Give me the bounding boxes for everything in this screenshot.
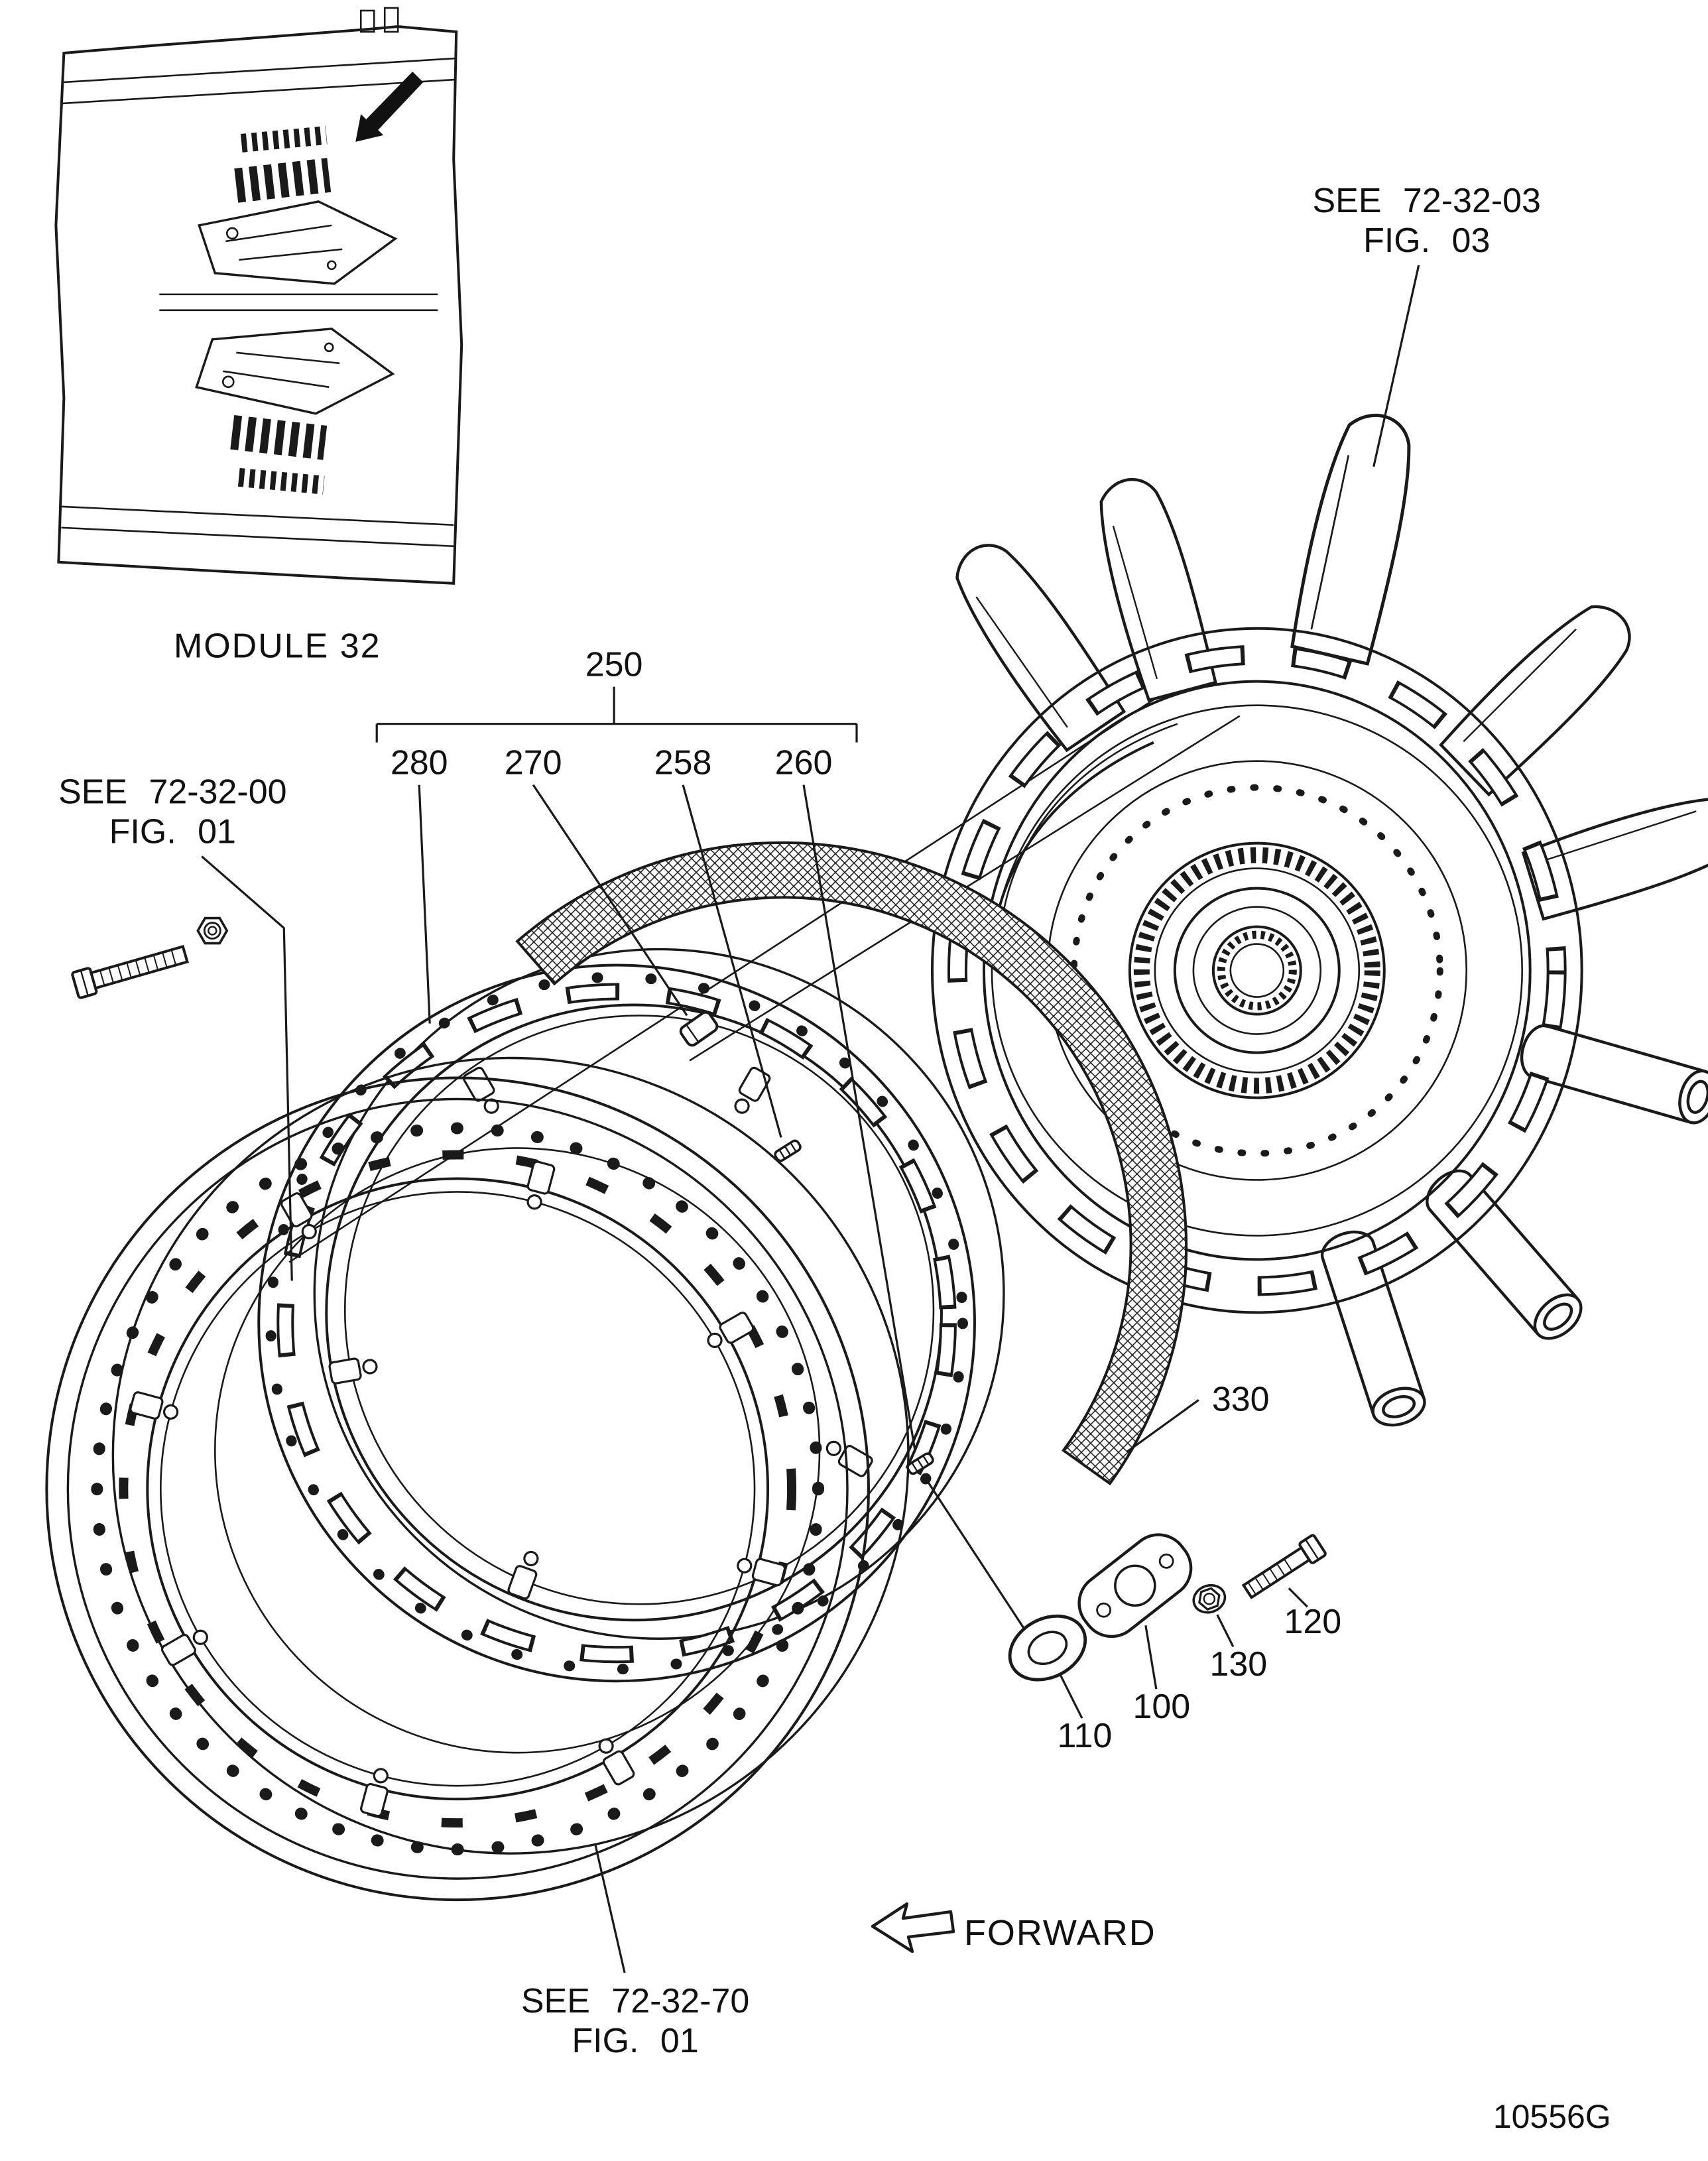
callout-280: 280 bbox=[391, 744, 448, 782]
stud-258 bbox=[772, 1138, 804, 1164]
fan-rotor-assembly bbox=[930, 407, 1708, 1432]
fan-blade bbox=[1438, 590, 1647, 796]
ring-clip bbox=[328, 1353, 380, 1385]
leader-lines bbox=[201, 265, 1420, 1973]
bracket-250 bbox=[375, 686, 858, 743]
callout-270: 270 bbox=[505, 744, 562, 782]
fan-blade bbox=[1522, 785, 1708, 920]
fan-blade-large bbox=[1288, 407, 1424, 664]
ring-clip bbox=[128, 1390, 181, 1426]
ring-clip bbox=[728, 1065, 772, 1119]
ref-see-72-32-00-line1: SEE 72-32-00 bbox=[58, 773, 286, 812]
fan-tube-strut bbox=[1419, 1162, 1589, 1347]
ref-see-72-32-03-line2: FIG. 03 bbox=[1363, 221, 1490, 260]
callout-110: 110 bbox=[1057, 1717, 1112, 1755]
gasket-100 bbox=[1077, 1533, 1193, 1638]
callout-250: 250 bbox=[585, 646, 643, 684]
shroud-ring-outer-rim bbox=[257, 963, 976, 1683]
fan-tube-strut bbox=[1516, 1021, 1708, 1127]
module-locator-arrow-icon bbox=[355, 71, 424, 142]
shroud-ring-assembly bbox=[257, 948, 1005, 1683]
bolt-120 bbox=[1241, 1534, 1327, 1599]
ref-see-72-32-03-line1: SEE 72-32-03 bbox=[1313, 182, 1541, 220]
forward-arrow-icon bbox=[871, 1902, 955, 1953]
ring-clip bbox=[159, 1623, 213, 1668]
bushing-270 bbox=[679, 1011, 719, 1047]
nozzle-ring-outer-rim bbox=[45, 1076, 870, 1902]
turbine-blade-row-lower bbox=[230, 414, 328, 460]
seal-band-330 bbox=[515, 841, 1188, 1486]
bolt-fig01 bbox=[71, 944, 189, 999]
ref-see-72-32-70-line2: FIG. 01 bbox=[572, 2022, 698, 2060]
rotor-mount-ring bbox=[930, 627, 1583, 1314]
nut-130 bbox=[1192, 1583, 1227, 1614]
module-32-inset bbox=[54, 7, 463, 585]
ring-clip bbox=[592, 1733, 637, 1787]
ring-clip bbox=[506, 1548, 544, 1601]
forward-label: FORWARD bbox=[964, 1913, 1156, 1953]
fan-blade bbox=[942, 530, 1125, 753]
nozzle-ring-assembly bbox=[45, 1056, 910, 1902]
ring-clip bbox=[521, 1160, 556, 1213]
ring-clip bbox=[734, 1552, 787, 1587]
ref-see-72-32-70-line1: SEE 72-32-70 bbox=[521, 1982, 749, 2020]
callout-120: 120 bbox=[1284, 1603, 1341, 1641]
turbine-blade-row-upper bbox=[234, 158, 332, 203]
washer-110 bbox=[1008, 1614, 1087, 1682]
callout-260: 260 bbox=[775, 744, 833, 782]
ring-clip bbox=[461, 1065, 505, 1119]
callout-130: 130 bbox=[1209, 1645, 1267, 1684]
ring-clip bbox=[702, 1310, 756, 1354]
nut-fig01 bbox=[196, 916, 229, 945]
callout-330: 330 bbox=[1212, 1380, 1270, 1418]
module-32-label: MODULE 32 bbox=[174, 627, 381, 666]
ref-see-72-32-00-line2: FIG. 01 bbox=[109, 813, 236, 851]
rotor-hub-cone bbox=[1128, 841, 1386, 1099]
rotor-gear-teeth bbox=[1133, 847, 1380, 1094]
callout-258: 258 bbox=[654, 744, 712, 782]
callout-100: 100 bbox=[1132, 1688, 1190, 1726]
document-code: 10556G bbox=[1493, 2098, 1611, 2135]
ring-clip bbox=[359, 1765, 394, 1818]
